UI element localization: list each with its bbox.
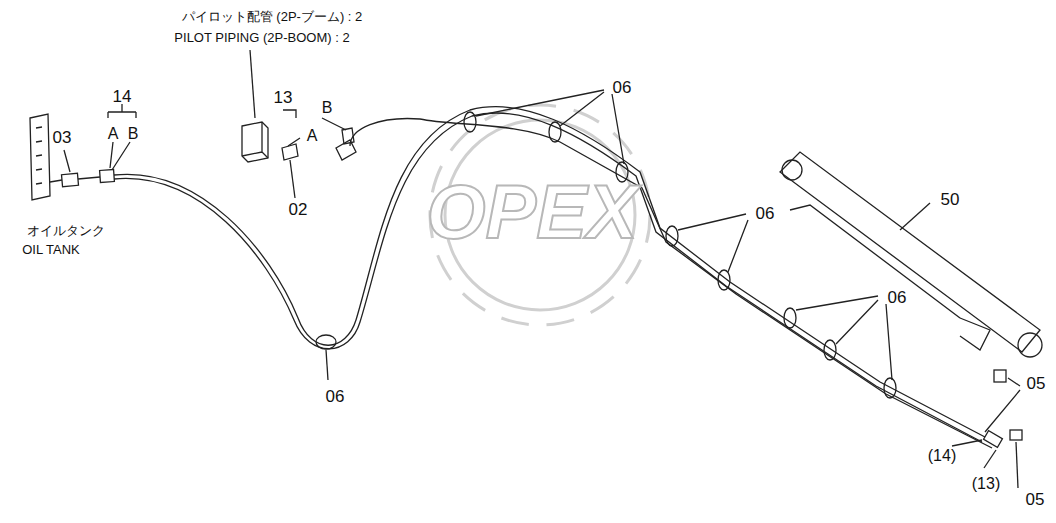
callout-number: 03 [53,129,72,148]
callout-number: 06 [756,205,775,224]
callout-number: (13) [972,475,1000,493]
port-letter: A [108,125,119,143]
port-letter: B [128,125,139,143]
callout-number: 13 [274,89,293,108]
japanese-label: オイルタンク [27,224,105,238]
callout-number: 06 [888,289,907,308]
callout-number: 14 [113,88,132,107]
callout-number: 05 [1027,375,1046,394]
callout-number: 06 [326,388,345,407]
watermark: OPEX [426,170,637,254]
english-title: PILOT PIPING (2P-BOOM) : 2 [174,31,349,45]
callout-number: 50 [941,191,960,210]
port-letter: B [322,99,333,117]
callout-number: 05 [1026,491,1045,510]
port-letter: A [307,127,318,145]
callout-number: (14) [928,447,956,465]
callout-number: 02 [289,201,308,220]
english-label: OIL TANK [22,243,80,257]
piping-drawing [30,50,1042,488]
callout-number: 06 [613,79,632,98]
japanese-title: パイロット配管 (2P-ブーム) : 2 [182,10,363,24]
